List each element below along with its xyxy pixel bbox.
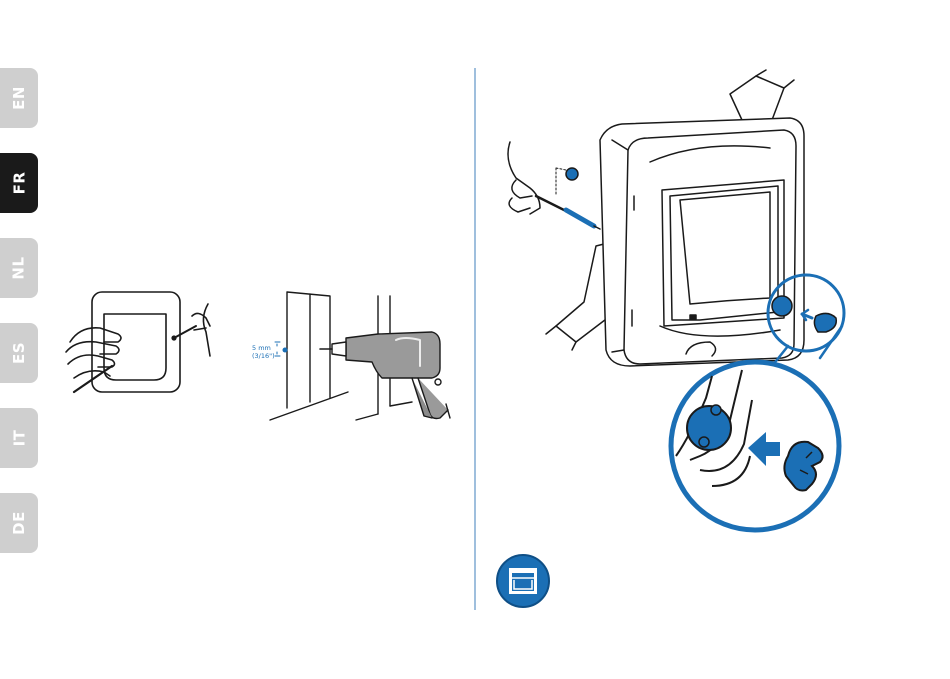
hole-size-label: 5 mm (3/16") [252, 344, 275, 360]
hole-size-imperial: (3/16") [252, 352, 275, 360]
catflap-illustration [508, 70, 844, 366]
detail-magnifier [671, 362, 839, 530]
cat-flap-window-icon [497, 555, 549, 607]
hole-size-metric: 5 mm [252, 344, 275, 352]
drill-illustration [270, 292, 450, 420]
template-marking-illustration [66, 292, 210, 392]
